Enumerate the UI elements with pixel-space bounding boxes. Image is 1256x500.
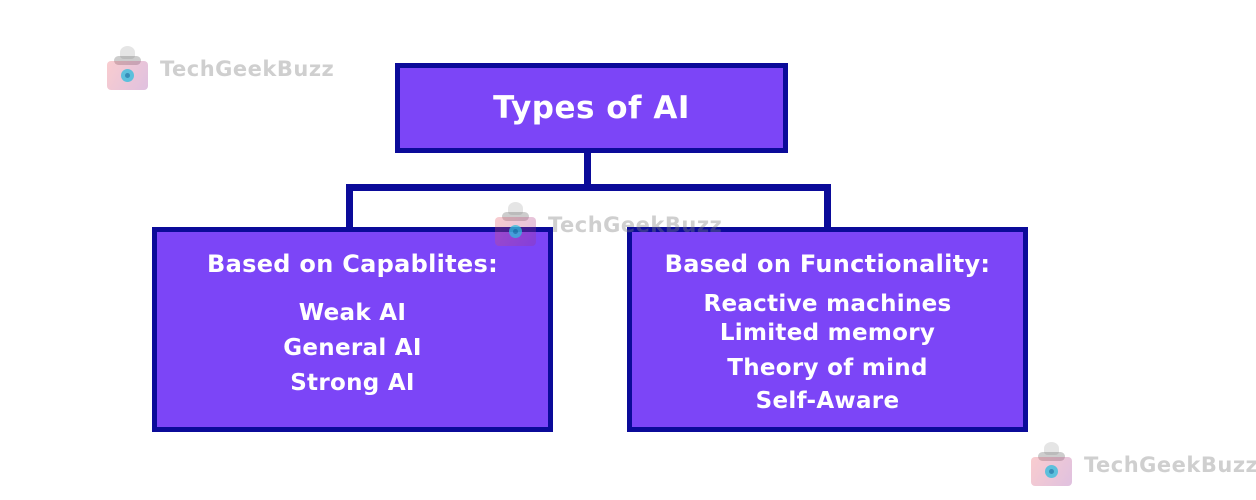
watermark-brand-text: TechGeekBuzz (160, 57, 335, 81)
logo-hat-icon (120, 46, 135, 59)
logo-body-icon (107, 61, 148, 90)
list-item: Self-Aware (755, 388, 900, 414)
watermark-top-left: TechGeekBuzz (104, 46, 334, 92)
logo-hat-icon (1044, 442, 1059, 455)
capabilities-title: Based on Capablites: (207, 250, 498, 278)
capabilities-items: Weak AI General AI Strong AI (157, 296, 548, 401)
functionality-title: Based on Functionality: (664, 250, 991, 278)
watermark-bottom-right: TechGeekBuzz (1028, 442, 1256, 488)
root-node-types-of-ai: Types of AI (395, 63, 788, 153)
functionality-items: Reactive machines Limited memory Theory … (632, 290, 1023, 416)
logo-goggles-icon (114, 56, 141, 65)
list-item: Strong AI (290, 370, 415, 396)
logo-goggles-icon (502, 212, 529, 221)
logo-goggles-icon (1038, 452, 1065, 461)
logo-body-icon (1031, 457, 1072, 486)
list-item: Theory of mind (727, 355, 928, 381)
watermark-brand-text: TechGeekBuzz (1084, 453, 1256, 477)
connector-root-stem (584, 152, 591, 191)
list-item: General AI (283, 335, 422, 361)
techgeekbuzz-logo-icon (104, 46, 150, 92)
list-item: Reactive machines (703, 291, 952, 317)
logo-badge-icon (1045, 465, 1058, 478)
logo-badge-icon (121, 69, 134, 82)
node-based-on-functionality: Based on Functionality: Reactive machine… (627, 227, 1028, 432)
connector-right-drop (824, 184, 831, 230)
list-item: Weak AI (298, 300, 407, 326)
techgeekbuzz-logo-icon (1028, 442, 1074, 488)
root-node-title: Types of AI (493, 90, 690, 126)
connector-horizontal-bar (346, 184, 831, 191)
node-based-on-capabilities: Based on Capablites: Weak AI General AI … (152, 227, 553, 432)
logo-hat-icon (508, 202, 523, 215)
connector-left-drop (346, 184, 353, 230)
list-item: Limited memory (719, 320, 936, 346)
